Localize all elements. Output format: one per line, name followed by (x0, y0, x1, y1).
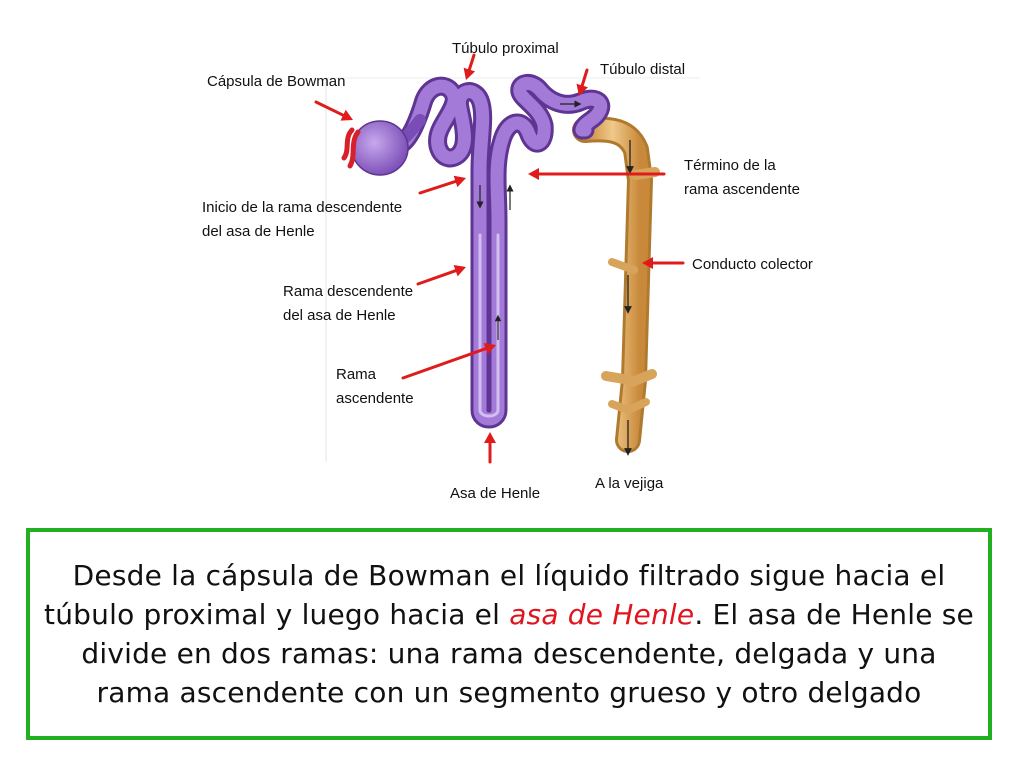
paragraph-text-start: Desde la cápsula de Bowman el líquido fi… (44, 559, 946, 631)
label-capsula-bowman: Cápsula de Bowman (207, 73, 346, 90)
paragraph-text-end: . El asa de Henle se divide en dos ramas… (81, 598, 974, 709)
description-paragraph: Desde la cápsula de Bowman el líquido fi… (40, 556, 978, 712)
nephron-tubule (390, 74, 611, 429)
arrow-tubulo-distal (576, 68, 589, 96)
arrow-capsula-bowman (314, 100, 353, 121)
arrow-conducto-colector (642, 257, 685, 269)
label-tubulo-proximal: Túbulo proximal (452, 40, 559, 57)
label-termino-rama-ascendente: Término de la rama ascendente (684, 157, 800, 198)
label-rama-ascendente: Rama ascendente (336, 366, 414, 407)
label-tubulo-distal: Túbulo distal (600, 61, 686, 78)
label-conducto-colector: Conducto colector (692, 256, 813, 273)
description-box: Desde la cápsula de Bowman el líquido fi… (26, 528, 992, 740)
arrow-rama-descendente (416, 265, 466, 286)
arrow-rama-ascendente (401, 343, 496, 380)
arrow-tubulo-proximal (463, 53, 476, 80)
label-rama-descendente: Rama descendente del asa de Henle (283, 283, 414, 324)
label-a-la-vejiga: A la vejiga (595, 475, 664, 492)
paragraph-highlight-asa-de-henle: asa de Henle (509, 598, 695, 631)
label-inicio-rama-descendente: Inicio de la rama descendente del asa de… (202, 199, 403, 240)
arrow-asa-de-henle (484, 432, 496, 464)
arrow-termino-rama (528, 168, 666, 180)
collecting-duct (572, 116, 660, 456)
arrow-inicio-rama (418, 175, 466, 195)
nephron-diagram (314, 53, 700, 464)
label-asa-de-henle: Asa de Henle (450, 485, 541, 502)
bowman-capsule (341, 114, 426, 176)
pointer-arrows (314, 53, 685, 464)
